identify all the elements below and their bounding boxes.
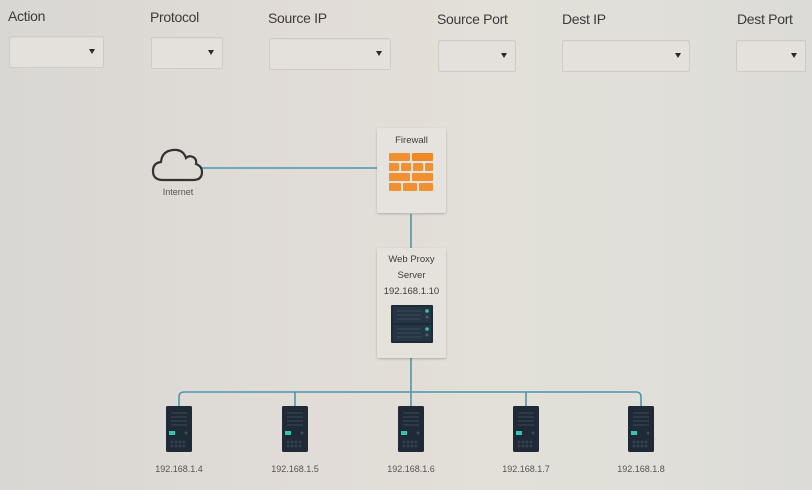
source-ip-select[interactable]: [269, 38, 391, 70]
host-ip-label: 192.168.1.6: [387, 464, 435, 474]
label-source-ip: Source IP: [268, 10, 327, 26]
cloud-icon: [151, 148, 203, 182]
proxy-ip: 192.168.1.10: [383, 286, 440, 297]
server-tower-icon: [513, 406, 539, 452]
server-tower-icon: [628, 406, 654, 452]
action-select[interactable]: [9, 36, 104, 68]
host-node[interactable]: [166, 406, 192, 452]
chevron-down-icon: [791, 53, 797, 58]
firewall-label: Firewall: [395, 135, 428, 146]
proxy-label-line1: Web Proxy: [388, 254, 435, 265]
chevron-down-icon: [376, 51, 382, 56]
host-node[interactable]: [282, 406, 308, 452]
host-node[interactable]: [398, 406, 424, 452]
server-rack-icon: [391, 305, 433, 343]
chevron-down-icon: [675, 53, 681, 58]
server-tower-icon: [282, 406, 308, 452]
server-tower-icon: [398, 406, 424, 452]
label-protocol: Protocol: [150, 9, 199, 25]
proxy-label-line2: Server: [397, 270, 426, 281]
label-action: Action: [8, 8, 46, 24]
chevron-down-icon: [89, 49, 95, 54]
dest-ip-select[interactable]: [562, 40, 690, 72]
host-ip-label: 192.168.1.4: [155, 464, 203, 474]
server-tower-icon: [166, 406, 192, 452]
link-bus: [178, 391, 642, 406]
host-node[interactable]: [513, 406, 539, 452]
firewall-node[interactable]: Firewall: [377, 128, 446, 213]
chevron-down-icon: [501, 53, 507, 58]
host-node[interactable]: [628, 406, 654, 452]
label-source-port: Source Port: [437, 11, 508, 27]
host-ip-label: 192.168.1.8: [617, 464, 665, 474]
web-proxy-node[interactable]: Web Proxy Server 192.168.1.10: [377, 248, 446, 358]
protocol-select[interactable]: [151, 37, 223, 69]
firewall-brick-icon: [389, 153, 433, 191]
internet-label: Internet: [162, 187, 194, 197]
host-ip-label: 192.168.1.7: [502, 464, 550, 474]
source-port-select[interactable]: [438, 40, 516, 72]
chevron-down-icon: [208, 50, 214, 55]
host-ip-label: 192.168.1.5: [271, 464, 319, 474]
dest-port-select[interactable]: [736, 40, 806, 72]
label-dest-port: Dest Port: [737, 11, 793, 27]
label-dest-ip: Dest IP: [562, 11, 606, 27]
